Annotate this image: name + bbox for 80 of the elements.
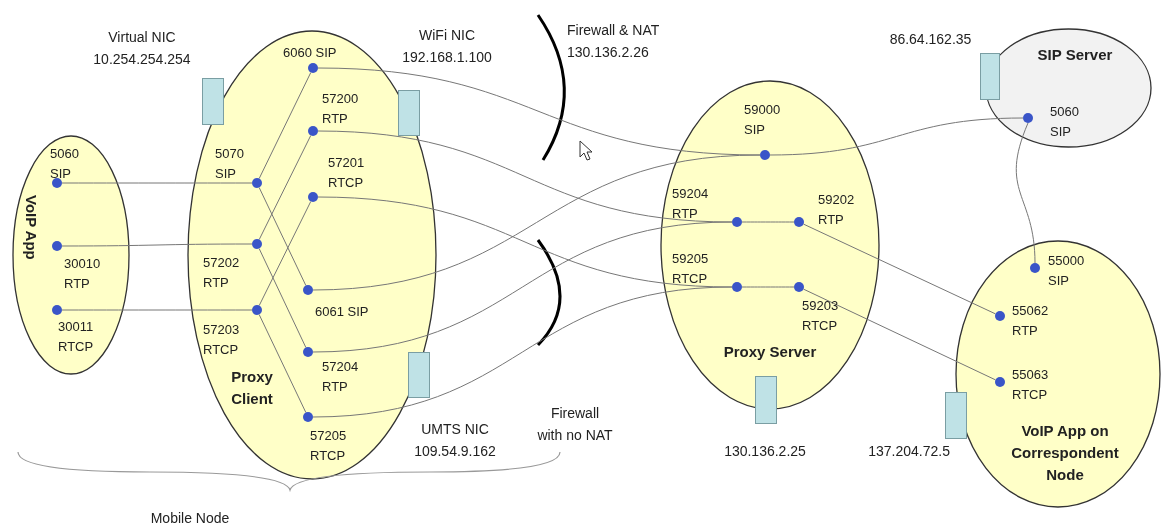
port-label: 30011 RTCP: [58, 318, 94, 356]
connector-line: [258, 187, 307, 286]
port-label: 57200 RTP: [322, 90, 359, 128]
port-label: 59205 RTCP: [672, 250, 709, 288]
port-dot: [760, 150, 770, 160]
port-dot: [252, 239, 262, 249]
connector-line: [61, 182, 253, 184]
connector-line: [803, 223, 996, 315]
port-dot: [995, 377, 1005, 387]
port-dot: [303, 285, 313, 295]
network-interface-box: [408, 352, 430, 398]
port-label: 57203 RTCP: [203, 321, 240, 359]
connector-line: [769, 117, 1024, 156]
connector-line: [258, 72, 312, 179]
connector-line: [741, 286, 795, 288]
interface-label: UMTS NIC 109.54.9.162: [413, 420, 497, 461]
port-label: 59204 RTP: [672, 185, 709, 223]
interface-label: 86.64.162.35: [888, 30, 973, 49]
connector-line: [312, 286, 733, 418]
port-label: 59202 RTP: [818, 191, 855, 229]
connector-line: [312, 154, 761, 291]
port-label: 55063 RTCP: [1012, 366, 1049, 404]
port-dot: [1030, 263, 1040, 273]
node-title: VoIP App on Correspondent Node: [1010, 421, 1120, 485]
port-dot: [252, 305, 262, 315]
port-label: 30010 RTP: [64, 255, 101, 293]
connector-line: [741, 221, 795, 223]
connector-line: [61, 243, 253, 247]
port-label: 5060 SIP: [50, 145, 79, 183]
interface-label: Virtual NIC 10.254.254.254: [92, 28, 192, 69]
interface-label: WiFi NIC 192.168.1.100: [401, 26, 493, 67]
port-dot: [308, 126, 318, 136]
node-title: Proxy Client: [230, 367, 274, 409]
connector-line: [258, 314, 307, 413]
port-label: 6061 SIP: [315, 303, 369, 321]
node-title: VoIP App: [22, 195, 41, 260]
port-dot: [1023, 113, 1033, 123]
note-label: Firewall with no NAT: [536, 404, 614, 445]
port-label: 57204 RTP: [322, 358, 359, 396]
node-title: Proxy Server: [722, 342, 818, 362]
port-label: 57205 RTCP: [310, 427, 347, 465]
port-dot: [252, 178, 262, 188]
node-title: SIP Server: [1036, 45, 1114, 65]
connector-line: [258, 135, 312, 240]
port-dot: [794, 282, 804, 292]
port-dot: [308, 63, 318, 73]
port-dot: [995, 311, 1005, 321]
port-dot: [794, 217, 804, 227]
port-dot: [308, 192, 318, 202]
network-interface-box: [980, 53, 1000, 100]
port-dot: [52, 305, 62, 315]
network-interface-box: [398, 90, 420, 136]
port-label: 6060 SIP: [283, 44, 337, 62]
interface-label: 137.204.72.5: [867, 442, 950, 461]
port-dot: [732, 282, 742, 292]
connector-line: [1015, 122, 1036, 264]
interface-label: 130.136.2.25: [723, 442, 807, 461]
connector-line: [312, 221, 733, 353]
port-label: 55062 RTP: [1012, 302, 1049, 340]
port-dot: [52, 241, 62, 251]
port-label: 59000 SIP: [744, 101, 781, 139]
network-interface-box: [202, 78, 224, 125]
port-label: 5060 SIP: [1050, 103, 1079, 141]
connector-line: [803, 288, 996, 381]
note-label: Mobile Node: [149, 509, 231, 528]
note-label: Firewall & NAT 130.136.2.26: [567, 21, 661, 62]
network-interface-box: [755, 376, 777, 424]
connector-line: [61, 309, 253, 311]
connector-line: [258, 201, 312, 306]
port-label: 59203 RTCP: [802, 297, 839, 335]
port-dot: [303, 347, 313, 357]
port-dot: [303, 412, 313, 422]
port-dot: [52, 178, 62, 188]
port-label: 57201 RTCP: [328, 154, 365, 192]
port-label: 57202 RTP: [203, 254, 240, 292]
network-interface-box: [945, 392, 967, 439]
port-dot: [732, 217, 742, 227]
connector-line: [258, 248, 307, 348]
port-label: 55000 SIP: [1048, 252, 1085, 290]
port-label: 5070 SIP: [215, 145, 244, 183]
